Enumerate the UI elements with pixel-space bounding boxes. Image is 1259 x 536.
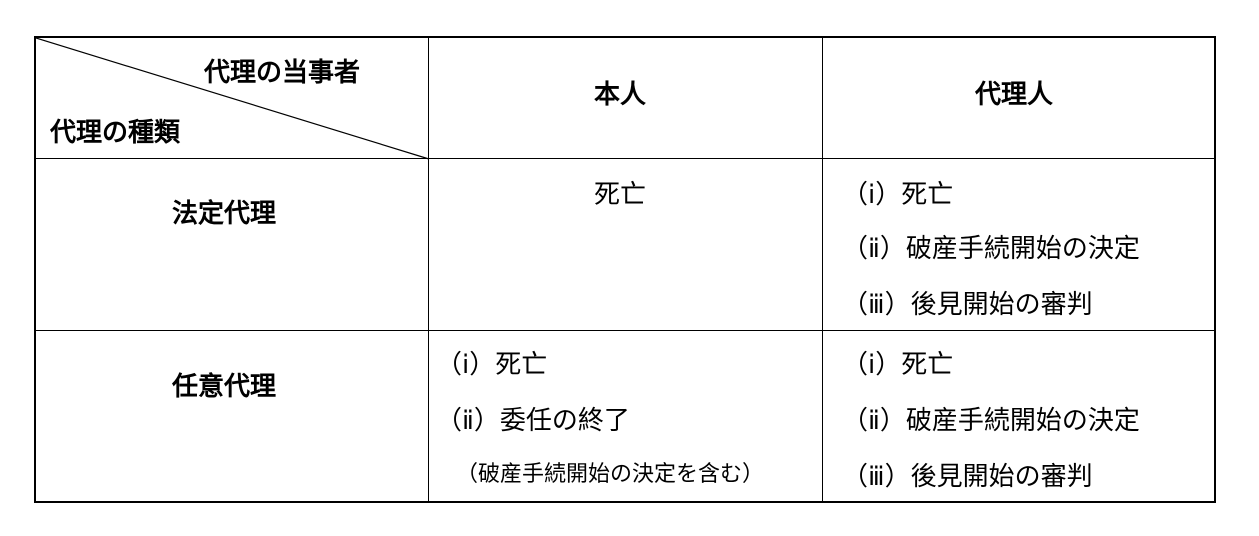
column-header-principal: 本人 [594, 80, 647, 110]
voluntary-principal-item: （ⅰ）死亡 [436, 350, 548, 380]
voluntary-agent-item: （ⅱ）破産手続開始の決定 [842, 406, 1140, 436]
statutory-agent-item: （ⅱ）破産手続開始の決定 [842, 234, 1140, 264]
corner-header-types: 代理の種類 [50, 118, 181, 148]
voluntary-principal-item: （ⅱ）委任の終了 [436, 406, 630, 436]
corner-header-parties: 代理の当事者 [204, 58, 361, 88]
statutory-principal-item: 死亡 [594, 180, 647, 210]
column-divider [822, 38, 823, 501]
voluntary-principal-note: （破産手続開始の決定を含む） [456, 462, 765, 487]
corner-diagonal-line [36, 38, 430, 160]
statutory-agent-item: （ⅰ）死亡 [842, 180, 954, 210]
row-divider [36, 330, 1214, 331]
column-divider [428, 38, 429, 501]
voluntary-agent-item: （ⅰ）死亡 [842, 350, 954, 380]
row-label-statutory-agency: 法定代理 [172, 199, 277, 229]
statutory-agent-item: （ⅲ）後見開始の審判 [842, 290, 1093, 320]
row-label-voluntary-agency: 任意代理 [172, 372, 277, 402]
row-divider [36, 158, 1214, 159]
agency-termination-table: 代理の当事者 代理の種類 本人 代理人 法定代理 死亡 （ⅰ）死亡 （ⅱ）破産手… [34, 36, 1216, 503]
voluntary-agent-item: （ⅲ）後見開始の審判 [842, 462, 1093, 492]
column-header-agent: 代理人 [975, 80, 1054, 110]
